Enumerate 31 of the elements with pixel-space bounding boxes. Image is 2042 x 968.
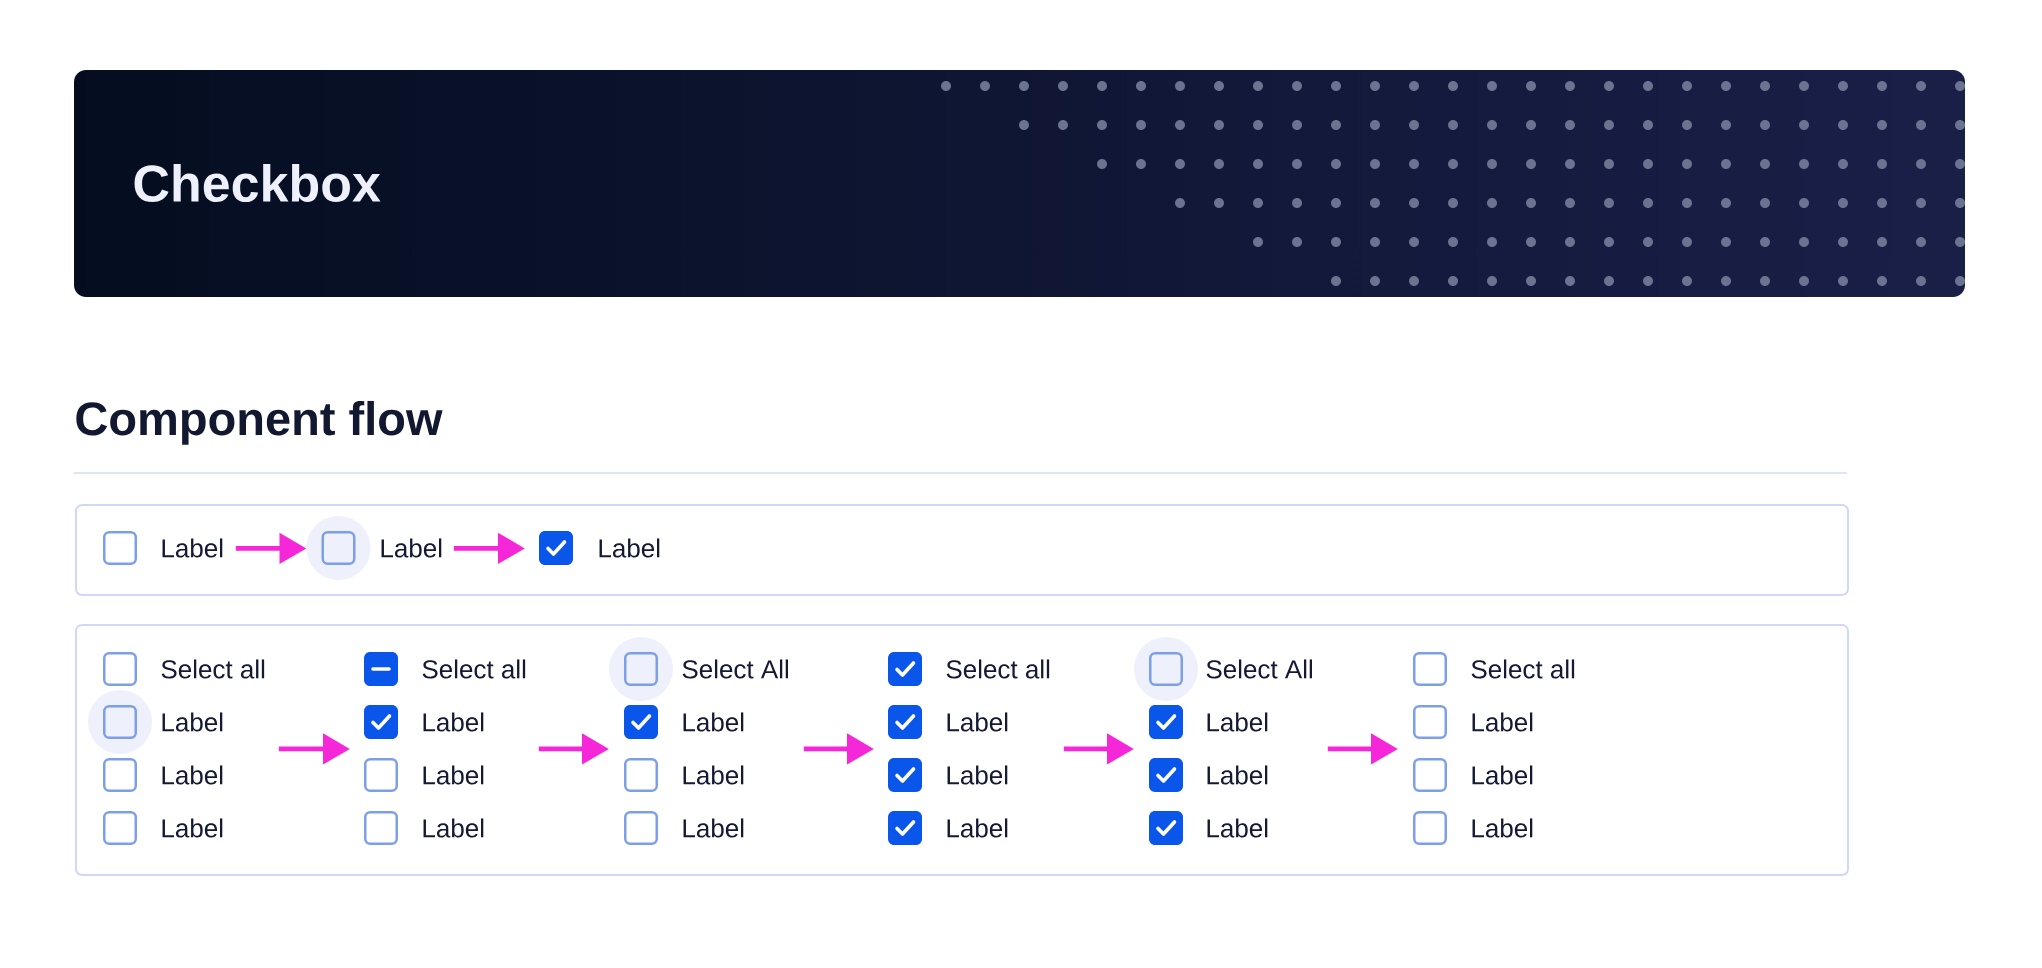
option-label: Label bbox=[947, 818, 1008, 838]
option-label: Label bbox=[423, 818, 484, 838]
option-label: Label bbox=[683, 765, 744, 785]
option-label: Label bbox=[162, 765, 223, 785]
panel bbox=[75, 504, 1849, 596]
section-heading: Component flow bbox=[76, 400, 443, 445]
option-label: Select All bbox=[1206, 659, 1312, 679]
option-label: Label bbox=[162, 818, 223, 838]
option-label: Label bbox=[1207, 765, 1268, 785]
option-label: Label bbox=[947, 765, 1008, 785]
option-label: Select all bbox=[946, 659, 1050, 679]
option-label: Label bbox=[162, 712, 223, 732]
option-label: Label bbox=[423, 765, 484, 785]
option-label: Label bbox=[1472, 765, 1533, 785]
option-label: Label bbox=[1472, 818, 1533, 838]
option-label: Label bbox=[423, 712, 484, 732]
panel bbox=[75, 624, 1849, 876]
page-title: Checkbox bbox=[134, 163, 381, 203]
option-label: Label bbox=[1207, 712, 1268, 732]
option-label: Select All bbox=[682, 659, 788, 679]
option-label: Label bbox=[683, 818, 744, 838]
option-label: Label bbox=[162, 538, 223, 558]
option-label: Label bbox=[1472, 712, 1533, 732]
option-label: Label bbox=[947, 712, 1008, 732]
option-label: Label bbox=[599, 538, 660, 558]
option-label: Select all bbox=[422, 659, 526, 679]
option-label: Label bbox=[381, 538, 442, 558]
option-label: Label bbox=[1207, 818, 1268, 838]
option-label: Label bbox=[683, 712, 744, 732]
option-label: Select all bbox=[1471, 659, 1575, 679]
option-label: Select all bbox=[161, 659, 265, 679]
